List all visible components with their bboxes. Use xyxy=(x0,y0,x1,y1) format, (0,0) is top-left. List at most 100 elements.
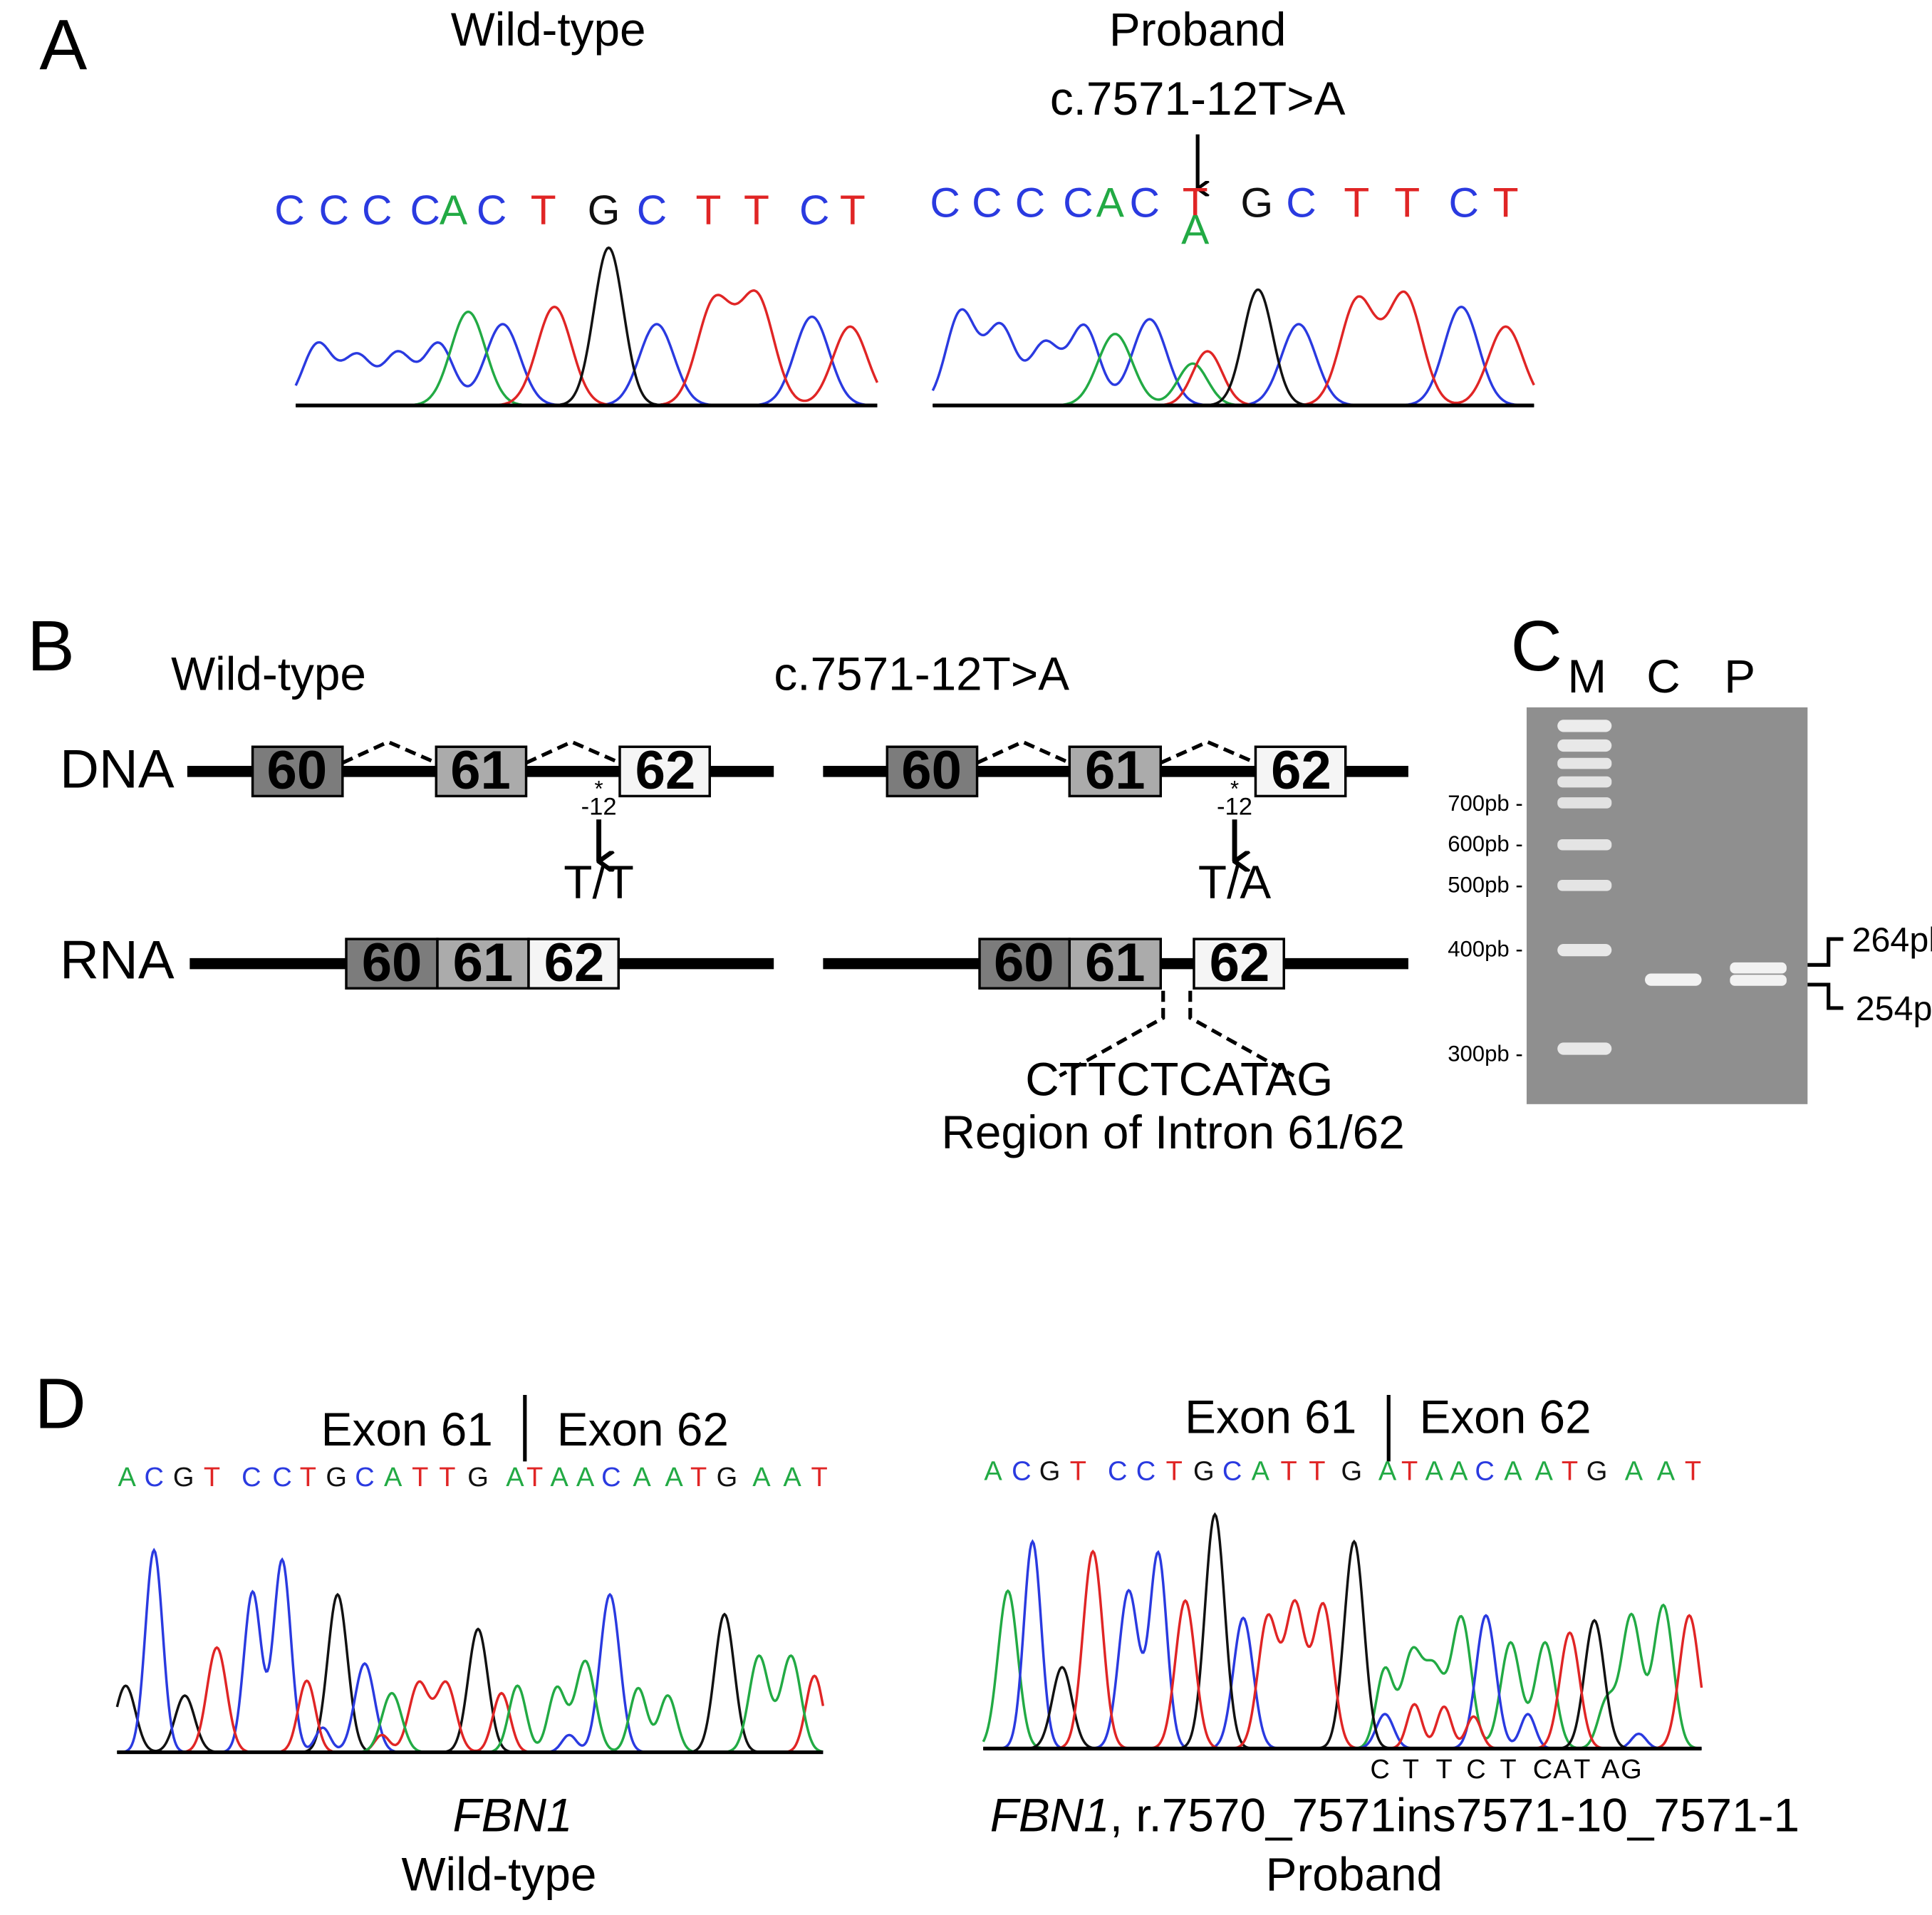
proband-base: C xyxy=(1015,180,1045,227)
wt-base: G xyxy=(326,1463,347,1493)
proband-caption: Proband xyxy=(1266,1848,1443,1900)
proband-base: T xyxy=(1309,1456,1325,1486)
exon-label: 62 xyxy=(635,740,696,801)
proband-base: C xyxy=(1449,180,1479,227)
proband-base: A xyxy=(1096,180,1125,227)
proband-base: G xyxy=(1039,1456,1061,1486)
wt-base: C xyxy=(274,187,304,234)
mut-dna-diagram: 60 61 62 * -12 T/A xyxy=(823,739,1408,908)
mut-dna-exon-60: 60 xyxy=(886,740,979,801)
mut-rna-diagram: 60 61 62 CTTCTCATAG Region of Intron 61/… xyxy=(823,933,1408,1158)
lane-label: P xyxy=(1724,650,1755,702)
mut-genotype: T/A xyxy=(1198,856,1271,908)
wt-base: A xyxy=(384,1463,402,1493)
wt-base: A xyxy=(551,1463,569,1493)
ladder-label: 700pb - xyxy=(1448,791,1523,816)
wt-base: G xyxy=(717,1463,738,1493)
wt-base: T xyxy=(526,1463,543,1493)
ladder-band xyxy=(1557,797,1612,809)
exon-label: 61 xyxy=(1085,740,1146,801)
wt-base: A xyxy=(633,1463,651,1493)
panel-d-letter: D xyxy=(34,1364,85,1444)
wt-dna-exon-61: 61 xyxy=(435,740,528,801)
proband-base: G xyxy=(1341,1456,1363,1486)
proband-base: A xyxy=(1657,1456,1676,1486)
wt-base: T xyxy=(412,1463,428,1493)
wt-base: T xyxy=(840,187,866,234)
wt-base: C xyxy=(637,187,667,234)
insert-base: T xyxy=(1574,1755,1590,1785)
wt-base: A xyxy=(752,1463,771,1493)
proband-sequence: C C C C A C T G C T T C T A xyxy=(930,180,1518,254)
ladder-label: 400pb - xyxy=(1448,936,1523,961)
wt-base: C xyxy=(355,1463,374,1493)
panel-a: A Wild-type Proband c.7571-12T>A C C C C… xyxy=(39,4,1535,408)
insert-base: A xyxy=(1601,1755,1620,1785)
insert-base: T xyxy=(1435,1755,1452,1785)
ladder-label: 300pb - xyxy=(1448,1041,1523,1066)
rna-label: RNA xyxy=(60,930,175,990)
panel-b-letter: B xyxy=(27,606,75,686)
exon-62-label: Exon 62 xyxy=(1419,1391,1591,1443)
exon-61-label: Exon 61 xyxy=(321,1403,493,1455)
proband-base: T xyxy=(1685,1456,1701,1486)
ladder-band xyxy=(1557,720,1612,732)
proband-band-lower xyxy=(1730,975,1787,986)
wt-base: A xyxy=(506,1463,524,1493)
proband-chromatogram xyxy=(931,288,1535,407)
mut-rna-exon-61: 61 xyxy=(1068,933,1163,993)
wt-gene-name: FBN1 xyxy=(453,1789,573,1841)
panel-d: D Exon 61 Exon 62 A C G T C C T G C A T … xyxy=(34,1364,1799,1901)
proband-base: G xyxy=(1193,1456,1215,1486)
wt-base: G xyxy=(173,1463,194,1493)
wt-sequence-d: A C G T C C T G C A T T G A T A A C A A … xyxy=(118,1463,827,1493)
dna-label: DNA xyxy=(60,739,175,799)
proband-base: A xyxy=(1625,1456,1643,1486)
ladder-band xyxy=(1557,757,1612,769)
proband-rna-chromatogram xyxy=(982,1512,1703,1750)
splice-line xyxy=(341,739,437,765)
proband-base: T xyxy=(1281,1456,1297,1486)
exon-label: 61 xyxy=(453,933,514,993)
proband-base: C xyxy=(1222,1456,1242,1486)
wt-base: T xyxy=(439,1463,455,1493)
wt-chromatogram xyxy=(294,246,879,407)
mut-rna-exon-62: 62 xyxy=(1193,933,1285,993)
wt-base: C xyxy=(601,1463,620,1493)
panel-b-wt-title: Wild-type xyxy=(171,648,366,700)
trace-line-G xyxy=(296,246,878,407)
proband-base: A xyxy=(984,1456,1002,1486)
panel-a-letter: A xyxy=(39,5,87,85)
ladder-label: 500pb - xyxy=(1448,872,1523,897)
exon-label: 60 xyxy=(362,933,422,993)
splice-line xyxy=(1160,739,1257,765)
wt-caption: Wild-type xyxy=(402,1848,597,1900)
insert-base: G xyxy=(1621,1755,1642,1785)
proband-base: T xyxy=(1401,1456,1418,1486)
exon-61-label: Exon 61 xyxy=(1185,1391,1356,1443)
panel-c: C M C P 700pb - 600pb - 500pb - 400pb - … xyxy=(1448,606,1932,1104)
panel-a-wt-title: Wild-type xyxy=(451,4,646,56)
proband-sequence-d: A C G T C C T G C A T T G A T A A C A A … xyxy=(984,1456,1701,1486)
proband-base: C xyxy=(1130,180,1160,227)
proband-base: T xyxy=(1562,1456,1578,1486)
wt-base: T xyxy=(811,1463,828,1493)
wt-base: A xyxy=(118,1463,136,1493)
proband-second-base: A xyxy=(1181,207,1210,254)
insertion-sequence: CTTCTCATAG xyxy=(1025,1054,1333,1106)
variant-star: * xyxy=(1230,776,1239,801)
exon-label: 62 xyxy=(1271,740,1331,801)
wt-base: G xyxy=(467,1463,489,1493)
ladder-band xyxy=(1557,839,1612,851)
proband-variant-notation: , r.7570_7571ins7571-10_7571-1 xyxy=(1110,1789,1799,1841)
proband-base: T xyxy=(1166,1456,1183,1486)
proband-base: C xyxy=(1136,1456,1155,1486)
wt-base: T xyxy=(531,187,556,234)
control-band xyxy=(1645,973,1702,986)
proband-base: A xyxy=(1252,1456,1270,1486)
trace-line-C xyxy=(294,315,878,407)
wt-base: C xyxy=(477,187,507,234)
mut-dna-exon-61: 61 xyxy=(1068,740,1163,801)
wt-base: A xyxy=(440,187,468,234)
exon-label: 61 xyxy=(1085,933,1146,993)
